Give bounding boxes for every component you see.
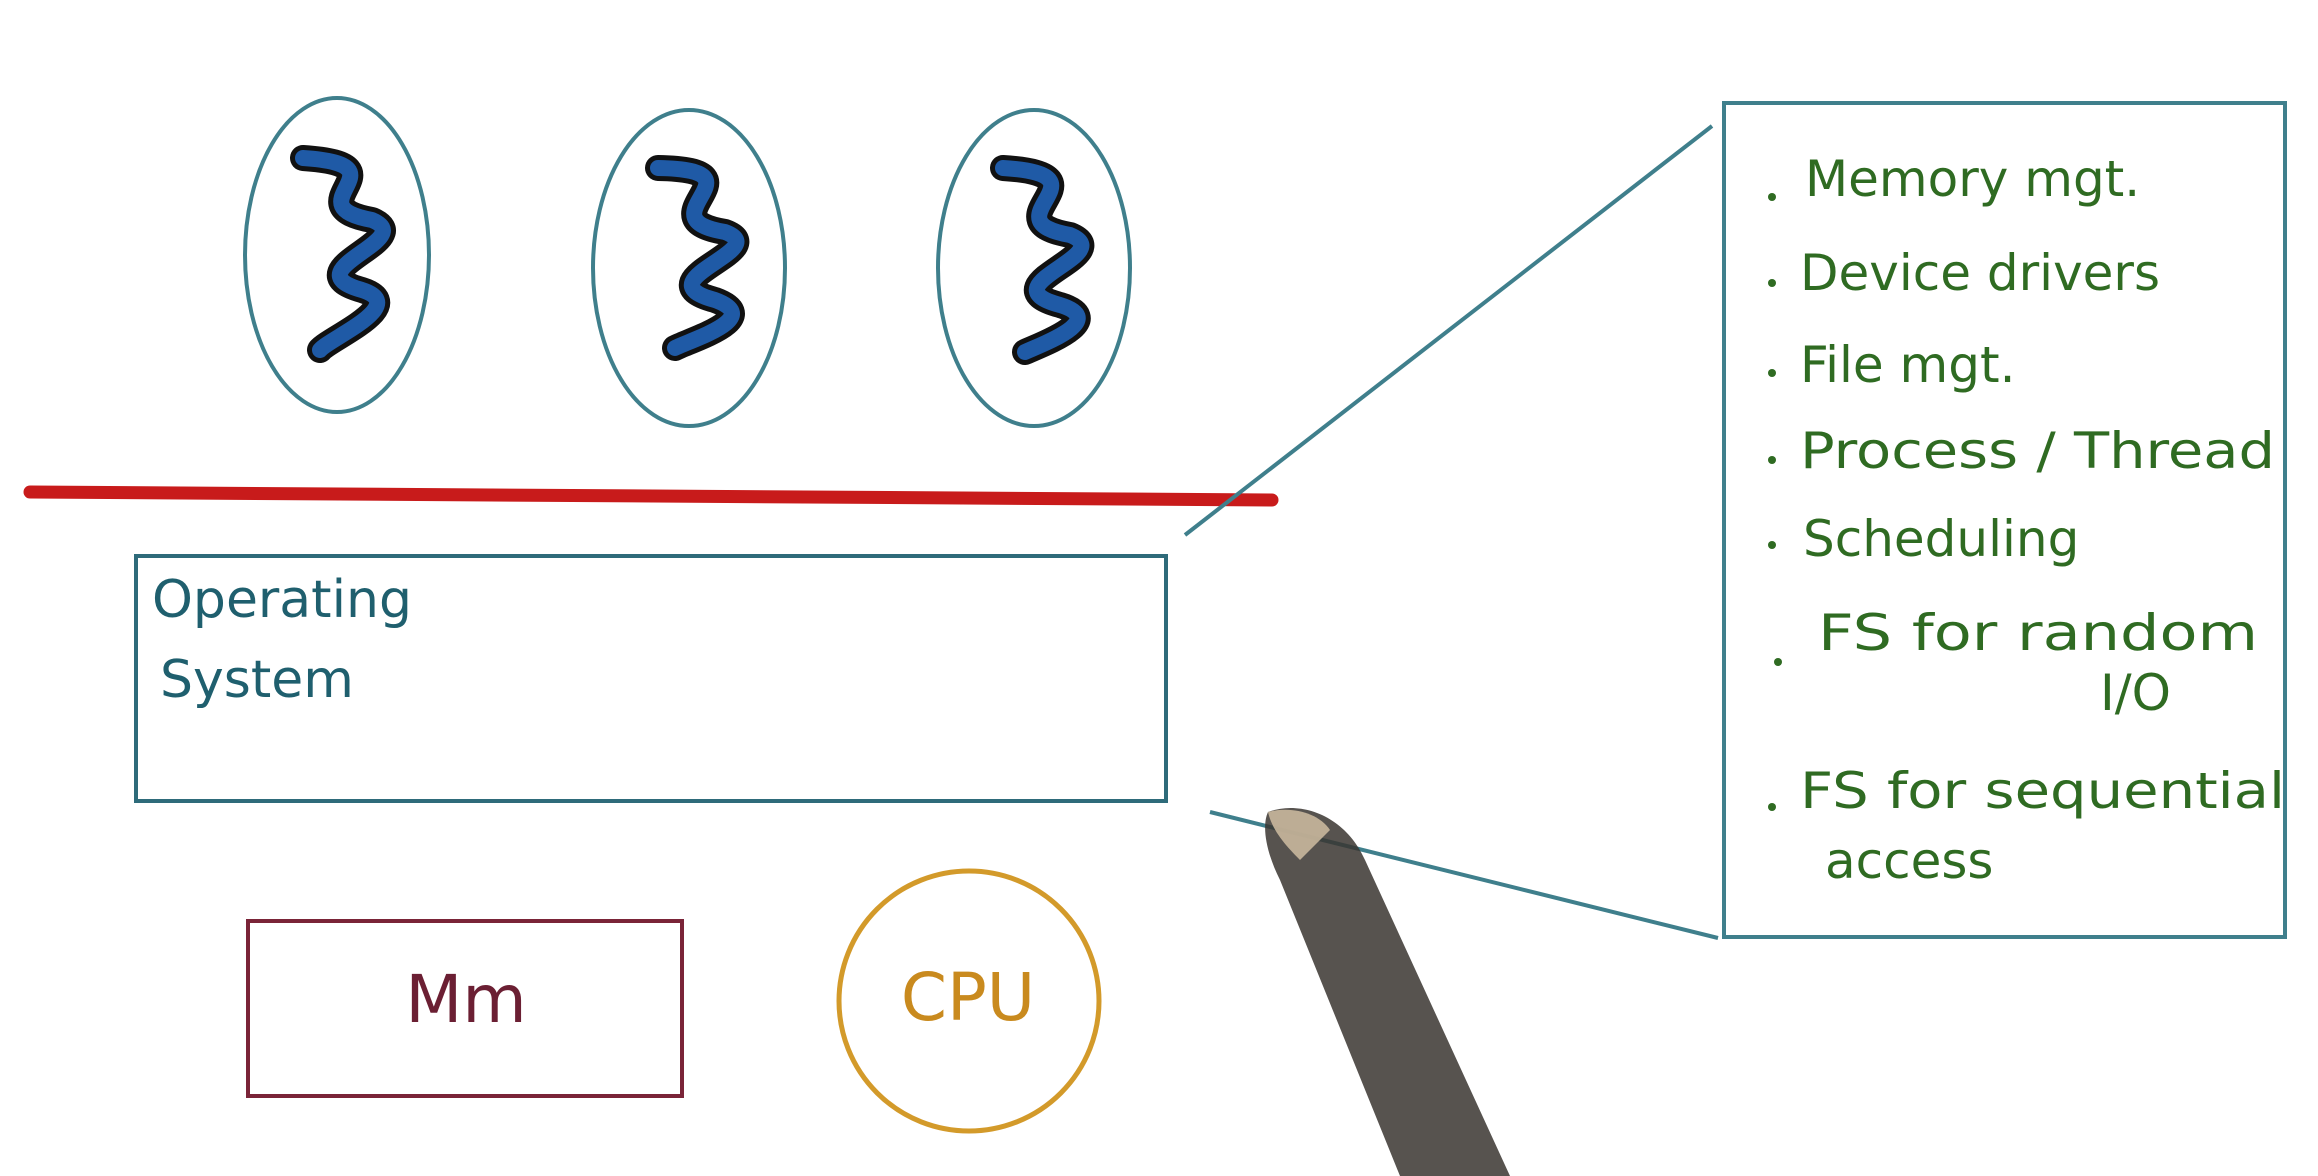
- bullet-dot: [1768, 803, 1776, 811]
- memory-label: Mm: [405, 961, 526, 1038]
- service-item-process-thread: Process / Thread: [1800, 422, 2275, 480]
- service-item-fs-sequential: FS for sequential: [1800, 762, 2285, 820]
- service-item-device-drivers: Device drivers: [1800, 244, 2160, 302]
- service-item-file-mgt: File mgt.: [1800, 336, 2016, 394]
- process-group-3: [936, 108, 1132, 428]
- process-ellipse: [591, 108, 787, 428]
- bullet-dot: [1774, 658, 1782, 666]
- os-services-box: [1722, 101, 2287, 939]
- callout-line-top: [1183, 124, 1714, 537]
- cpu-circle: [836, 868, 1102, 1134]
- process-group-2: [591, 108, 787, 428]
- bullet-dot: [1768, 193, 1776, 201]
- service-item-fs-sequential-access: access: [1825, 832, 1993, 890]
- pen-icon: [1265, 808, 1510, 1176]
- memory-box: [246, 919, 684, 1098]
- cpu-label: CPU: [901, 959, 1035, 1036]
- process-ellipse: [936, 108, 1132, 428]
- service-item-fs-random: FS for random: [1818, 604, 2258, 662]
- operating-system-label-line2: System: [160, 650, 354, 710]
- bullet-dot: [1768, 369, 1776, 377]
- service-item-scheduling: Scheduling: [1803, 510, 2079, 568]
- user-kernel-boundary-line: [23, 485, 1279, 507]
- service-item-memory-mgt: Memory mgt.: [1805, 150, 2140, 208]
- bullet-dot: [1768, 279, 1776, 287]
- operating-system-label-line1: Operating: [152, 570, 412, 630]
- process-group-1: [243, 96, 431, 414]
- process-ellipse: [243, 96, 431, 414]
- bullet-dot: [1768, 456, 1776, 464]
- operating-system-box: [134, 554, 1168, 803]
- bullet-dot: [1768, 541, 1776, 549]
- os-services-list: Memory mgt. Device drivers File mgt. Pro…: [1768, 150, 2285, 890]
- service-item-fs-random-io: I/O: [2100, 664, 2171, 722]
